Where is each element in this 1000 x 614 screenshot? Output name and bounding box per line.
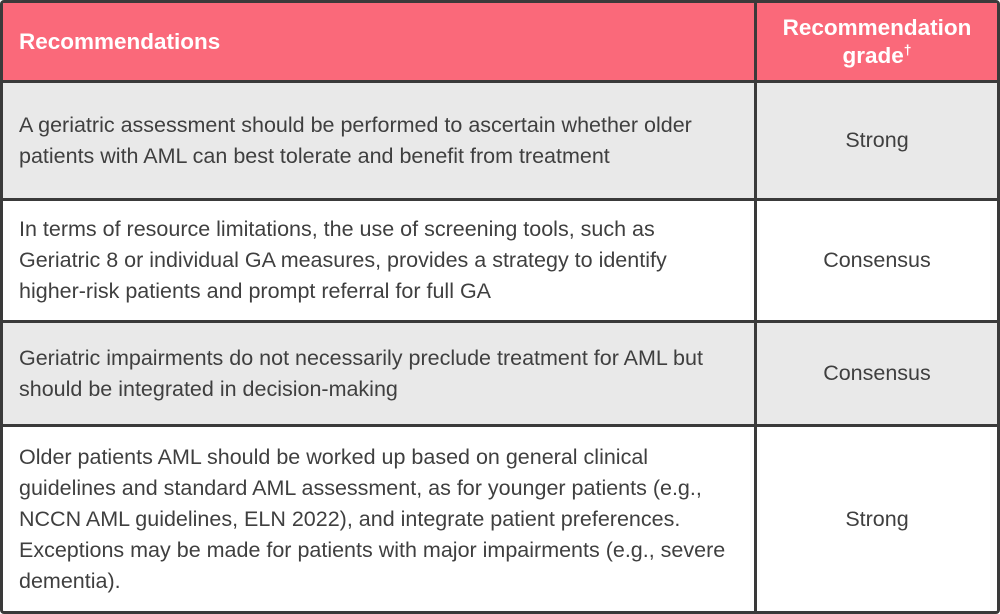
row-1-recommendation-text: A geriatric assessment should be perform…	[19, 112, 692, 168]
header-grade-text: Recommendation grade	[782, 14, 972, 68]
table-row-3-grade-cell: Consensus	[754, 320, 997, 424]
table-row-1-recommendation-cell: A geriatric assessment should be perform…	[3, 80, 754, 198]
row-4-recommendation-text: Older patients AML should be worked up b…	[19, 444, 726, 593]
header-recommendation-grade: Recommendation grade†	[754, 3, 997, 80]
table-row-4-grade-cell: Strong	[754, 424, 997, 611]
header-grade-label: Recommendation grade†	[763, 14, 991, 70]
row-4-grade-text: Strong	[845, 506, 909, 531]
table-row-3-recommendation-cell: Geriatric impairments do not necessarily…	[3, 320, 754, 424]
header-recommendations: Recommendations	[3, 3, 754, 80]
row-3-grade-text: Consensus	[823, 361, 931, 385]
table-row-2-grade-cell: Consensus	[754, 198, 997, 320]
row-1-grade-text: Strong	[845, 128, 909, 152]
header-recommendations-label: Recommendations	[19, 28, 221, 54]
table-row-2-recommendation-cell: In terms of resource limitations, the us…	[3, 198, 754, 320]
row-2-recommendation-text: In terms of resource limitations, the us…	[19, 217, 667, 303]
row-3-recommendation-text: Geriatric impairments do not necessarily…	[19, 345, 703, 401]
table-row-1-grade-cell: Strong	[754, 80, 997, 198]
row-2-grade-text: Consensus	[823, 248, 931, 272]
table-row-4-recommendation-cell: Older patients AML should be worked up b…	[3, 424, 754, 611]
dagger-footnote-marker: †	[903, 41, 912, 57]
